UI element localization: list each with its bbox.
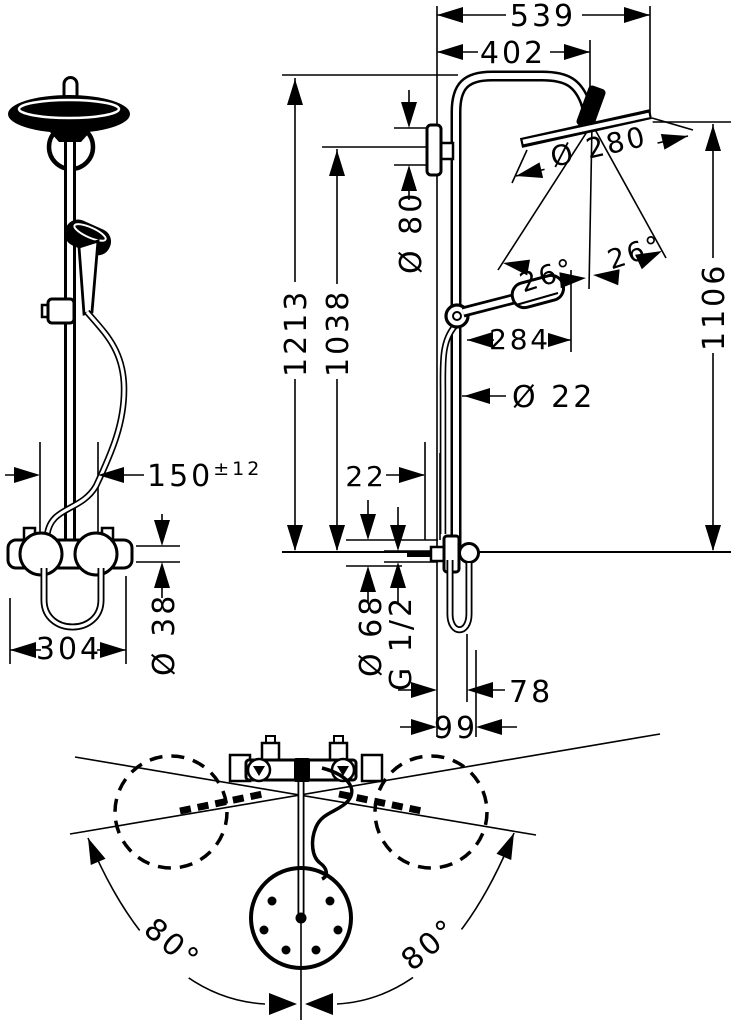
top-view: 80° 80° (69, 733, 661, 1020)
overhead-shower-front (8, 95, 130, 142)
height-total-label: 1213 (279, 289, 314, 377)
hose-offset-label: 78 (509, 675, 553, 710)
bracket-diameter-label: Ø 80 (394, 191, 429, 274)
outlet-offset-label: 99 (434, 711, 478, 746)
swivel-axis-line-2 (74, 756, 537, 836)
thermostat-valve-front (6, 526, 134, 577)
height-head-label: 1106 (697, 263, 732, 351)
slider-holder (40, 297, 76, 325)
handshower-reach-label: 284 (489, 323, 551, 356)
front-view-labels: 150±12 Ø 38 304 (36, 458, 262, 676)
center-arrow-left (269, 993, 297, 1015)
center-arrow-right (305, 993, 333, 1015)
hose-loop-side (446, 560, 473, 634)
overhead-shower-side (519, 109, 653, 148)
swivel-angle-right-group: 80° (393, 910, 468, 980)
arm-reach-label: 402 (480, 36, 546, 71)
hose-top-view (310, 766, 354, 881)
swivel-axis-line-1 (69, 733, 661, 835)
shower-hose-upper (439, 323, 458, 534)
thread-size-label: G 1/2 (384, 595, 419, 691)
height-bracket-label: 1038 (321, 289, 356, 377)
width-top-label: 539 (510, 0, 576, 34)
swivel-arm-dashed-right (338, 790, 423, 815)
head-connector (576, 85, 606, 129)
hand-shower-front (64, 219, 112, 316)
valve-width-label: 304 (36, 632, 102, 667)
side-view: Ø 280 (279, 0, 732, 746)
escutcheon-diameter-label: Ø 68 (354, 594, 389, 677)
hose-loop-front (40, 568, 105, 631)
swivel-arc-left (87, 837, 266, 1005)
swivel-range-circle-left (113, 754, 229, 870)
swivel-angle-left-group: 80° (134, 910, 209, 980)
valve-diameter-label: Ø 38 (147, 593, 182, 676)
wall-bracket (425, 123, 455, 177)
swivel-range-circle-right (373, 754, 489, 870)
valve-handle-right (73, 531, 119, 577)
tilt-angle-rays (497, 123, 667, 290)
wall-clearance-label: 22 (345, 460, 386, 493)
shower-pipe (450, 70, 597, 546)
front-view: 150±12 Ø 38 304 (5, 76, 262, 676)
swivel-arm-dashed-left (179, 790, 264, 815)
overhead-shower-top-view (249, 866, 353, 970)
pipe-diameter-label: Ø 22 (512, 380, 595, 415)
swivel-arc-right (336, 832, 515, 1005)
valve-top-view (228, 735, 384, 783)
tilt-right-label: 26° (604, 230, 667, 277)
shower-hose-front (43, 309, 128, 537)
supply-centers-label: 150±12 (147, 458, 262, 494)
side-view-labels: 539 402 1213 1038 1106 Ø 80 26° 26° 284 … (279, 0, 732, 746)
top-view-arrows (80, 829, 522, 1015)
